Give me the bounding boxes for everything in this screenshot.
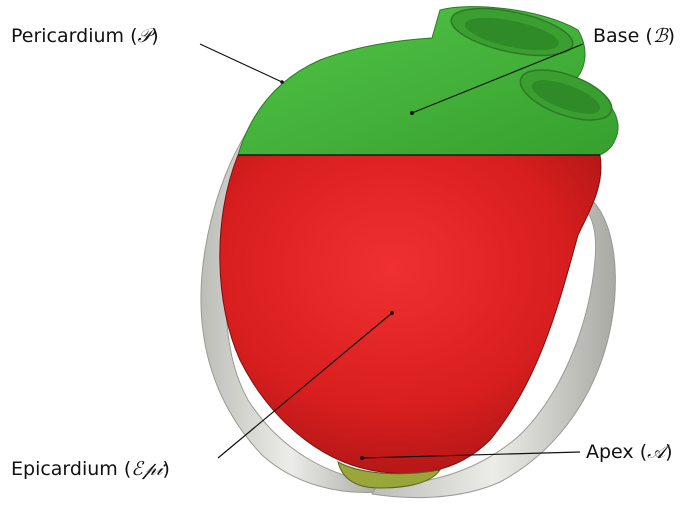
pericardium-label-symbol: 𝒫 bbox=[137, 25, 151, 47]
epicardium-label-name: Epicardium bbox=[11, 458, 118, 480]
apex-label-symbol: 𝒜 bbox=[647, 441, 665, 463]
base-label: Base (ℬ) bbox=[593, 27, 675, 46]
pericardium-leader-line bbox=[200, 44, 282, 82]
pericardium-leader-dot bbox=[280, 80, 284, 84]
apex-leader-dot bbox=[360, 456, 364, 460]
base-label-symbol: ℬ bbox=[653, 25, 668, 47]
epicardium-leader-dot bbox=[390, 311, 394, 315]
apex-label-name: Apex bbox=[586, 441, 634, 463]
apex-label: Apex (𝒜) bbox=[586, 443, 673, 462]
epicardium-label-symbol: ℰ𝓅𝒾 bbox=[131, 458, 162, 480]
base-leader-dot bbox=[410, 111, 414, 115]
pericardium-label: Pericardium (𝒫) bbox=[11, 27, 159, 46]
base-label-name: Base bbox=[593, 25, 639, 47]
epicardium-label: Epicardium (ℰ𝓅𝒾) bbox=[11, 460, 170, 479]
pericardium-label-name: Pericardium bbox=[11, 25, 124, 47]
